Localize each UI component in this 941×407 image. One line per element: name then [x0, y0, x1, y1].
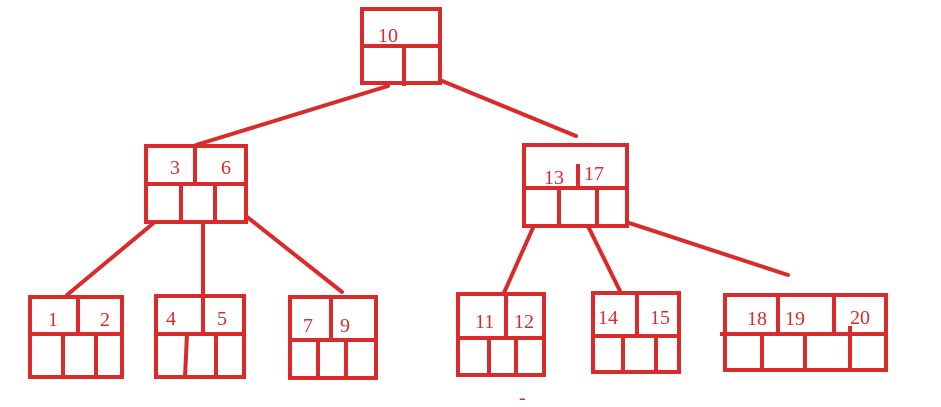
key-12: 12 — [514, 311, 534, 333]
edge-node-3-6-to-leaf-7-9 — [235, 207, 344, 294]
key-14: 14 — [598, 307, 618, 329]
node-3-6: 3 6 — [144, 144, 248, 224]
edge-node-13-17-to-leaf-18-19-20 — [618, 218, 790, 277]
edge-node-13-17-to-leaf-14-15 — [581, 214, 623, 295]
key-1: 1 — [48, 309, 58, 331]
leaf-4-5: 4 5 — [154, 294, 246, 379]
key-13: 13 — [544, 167, 564, 189]
edge-root-to-node-3-6 — [194, 84, 390, 147]
key-10: 10 — [378, 25, 398, 47]
key-19: 19 — [785, 308, 805, 330]
edge-node-3-6-to-leaf-1-2 — [65, 214, 164, 297]
key-20: 20 — [850, 307, 870, 329]
key-11: 11 — [475, 311, 494, 333]
node-root: 10 — [360, 7, 442, 86]
key-2: 2 — [100, 309, 110, 331]
key-9: 9 — [340, 315, 350, 337]
key-4: 4 — [166, 308, 176, 330]
edge-root-to-node-13-17 — [428, 74, 578, 138]
key-5: 5 — [217, 308, 227, 330]
leaf-11-12: 11 12 — [456, 292, 546, 377]
key-15: 15 — [650, 307, 670, 329]
stray-dash-mark: - — [519, 387, 526, 407]
leaf-18-19-20: 18 19 20 — [720, 293, 888, 372]
leaf-7-9: 7 9 — [288, 295, 378, 380]
key-7: 7 — [303, 315, 313, 337]
key-3: 3 — [170, 157, 180, 179]
node-13-17: 13 17 — [522, 143, 629, 228]
leaf-14-15: 14 15 — [591, 291, 681, 374]
key-6: 6 — [221, 157, 231, 179]
key-18: 18 — [747, 308, 767, 330]
leaf-1-2: 1 2 — [28, 295, 124, 379]
key-17: 17 — [584, 163, 604, 185]
